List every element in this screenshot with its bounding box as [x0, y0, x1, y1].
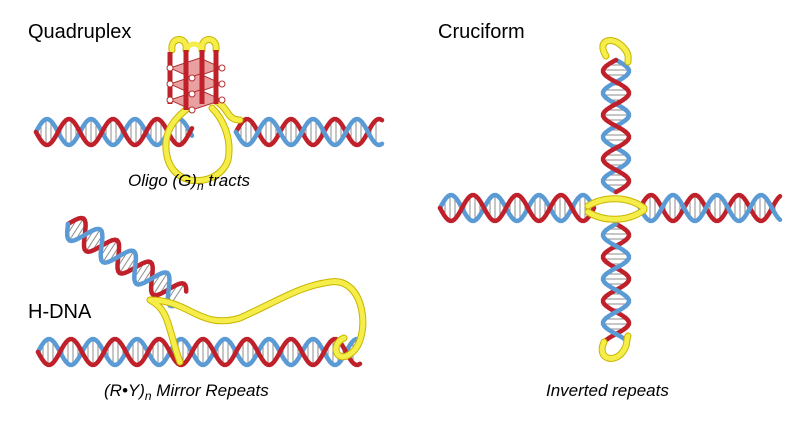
- hdna-title: H-DNA: [28, 301, 92, 323]
- cruciform-helix-right: [637, 192, 783, 224]
- hdna-helix-diagonal: [64, 215, 189, 309]
- hdna-structure: [35, 215, 367, 368]
- cruciform-structure: [437, 37, 783, 362]
- cruciform-caption: Inverted repeats: [546, 381, 669, 400]
- quadruplex-title: Quadruplex: [28, 21, 131, 43]
- g-quartet-stack: [166, 50, 226, 114]
- cruciform-helix-top: [600, 57, 632, 195]
- quadruplex-caption: Oligo (G)n tracts: [128, 171, 250, 193]
- hdna-caption: (R•Y)n Mirror Repeats: [104, 381, 269, 403]
- cruciform-title: Cruciform: [438, 21, 525, 43]
- cruciform-helix-left: [437, 192, 597, 224]
- quadruplex-helix-right: [233, 116, 385, 148]
- hdna-helix-bottom: [35, 336, 363, 368]
- cruciform-helix-bottom: [600, 221, 632, 343]
- quadruplex-structure: [33, 36, 385, 185]
